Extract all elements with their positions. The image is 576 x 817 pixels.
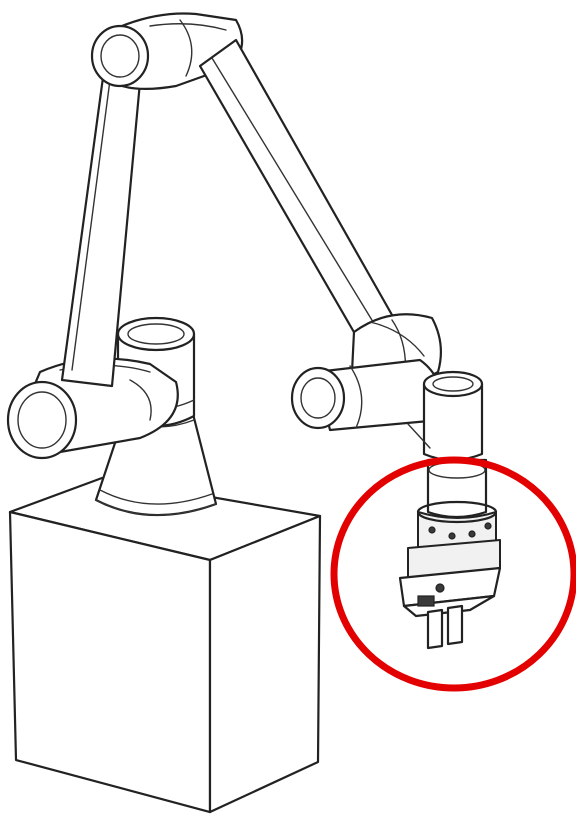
wrist2-cap [290,366,346,430]
gripper-bolt [435,583,445,593]
highlight-circle [330,456,576,692]
gripper-finger-left [426,608,444,650]
forearm-link [198,38,398,348]
base-box [8,476,322,814]
base-box-front [8,510,212,814]
base-box-side [208,514,322,814]
gripper [398,458,502,650]
gripper-finger-right [446,604,464,646]
base-joint-top [116,316,196,352]
gripper-adapter [426,458,488,519]
wrist-joint-2 [290,358,443,432]
wrist3-top [422,370,484,398]
